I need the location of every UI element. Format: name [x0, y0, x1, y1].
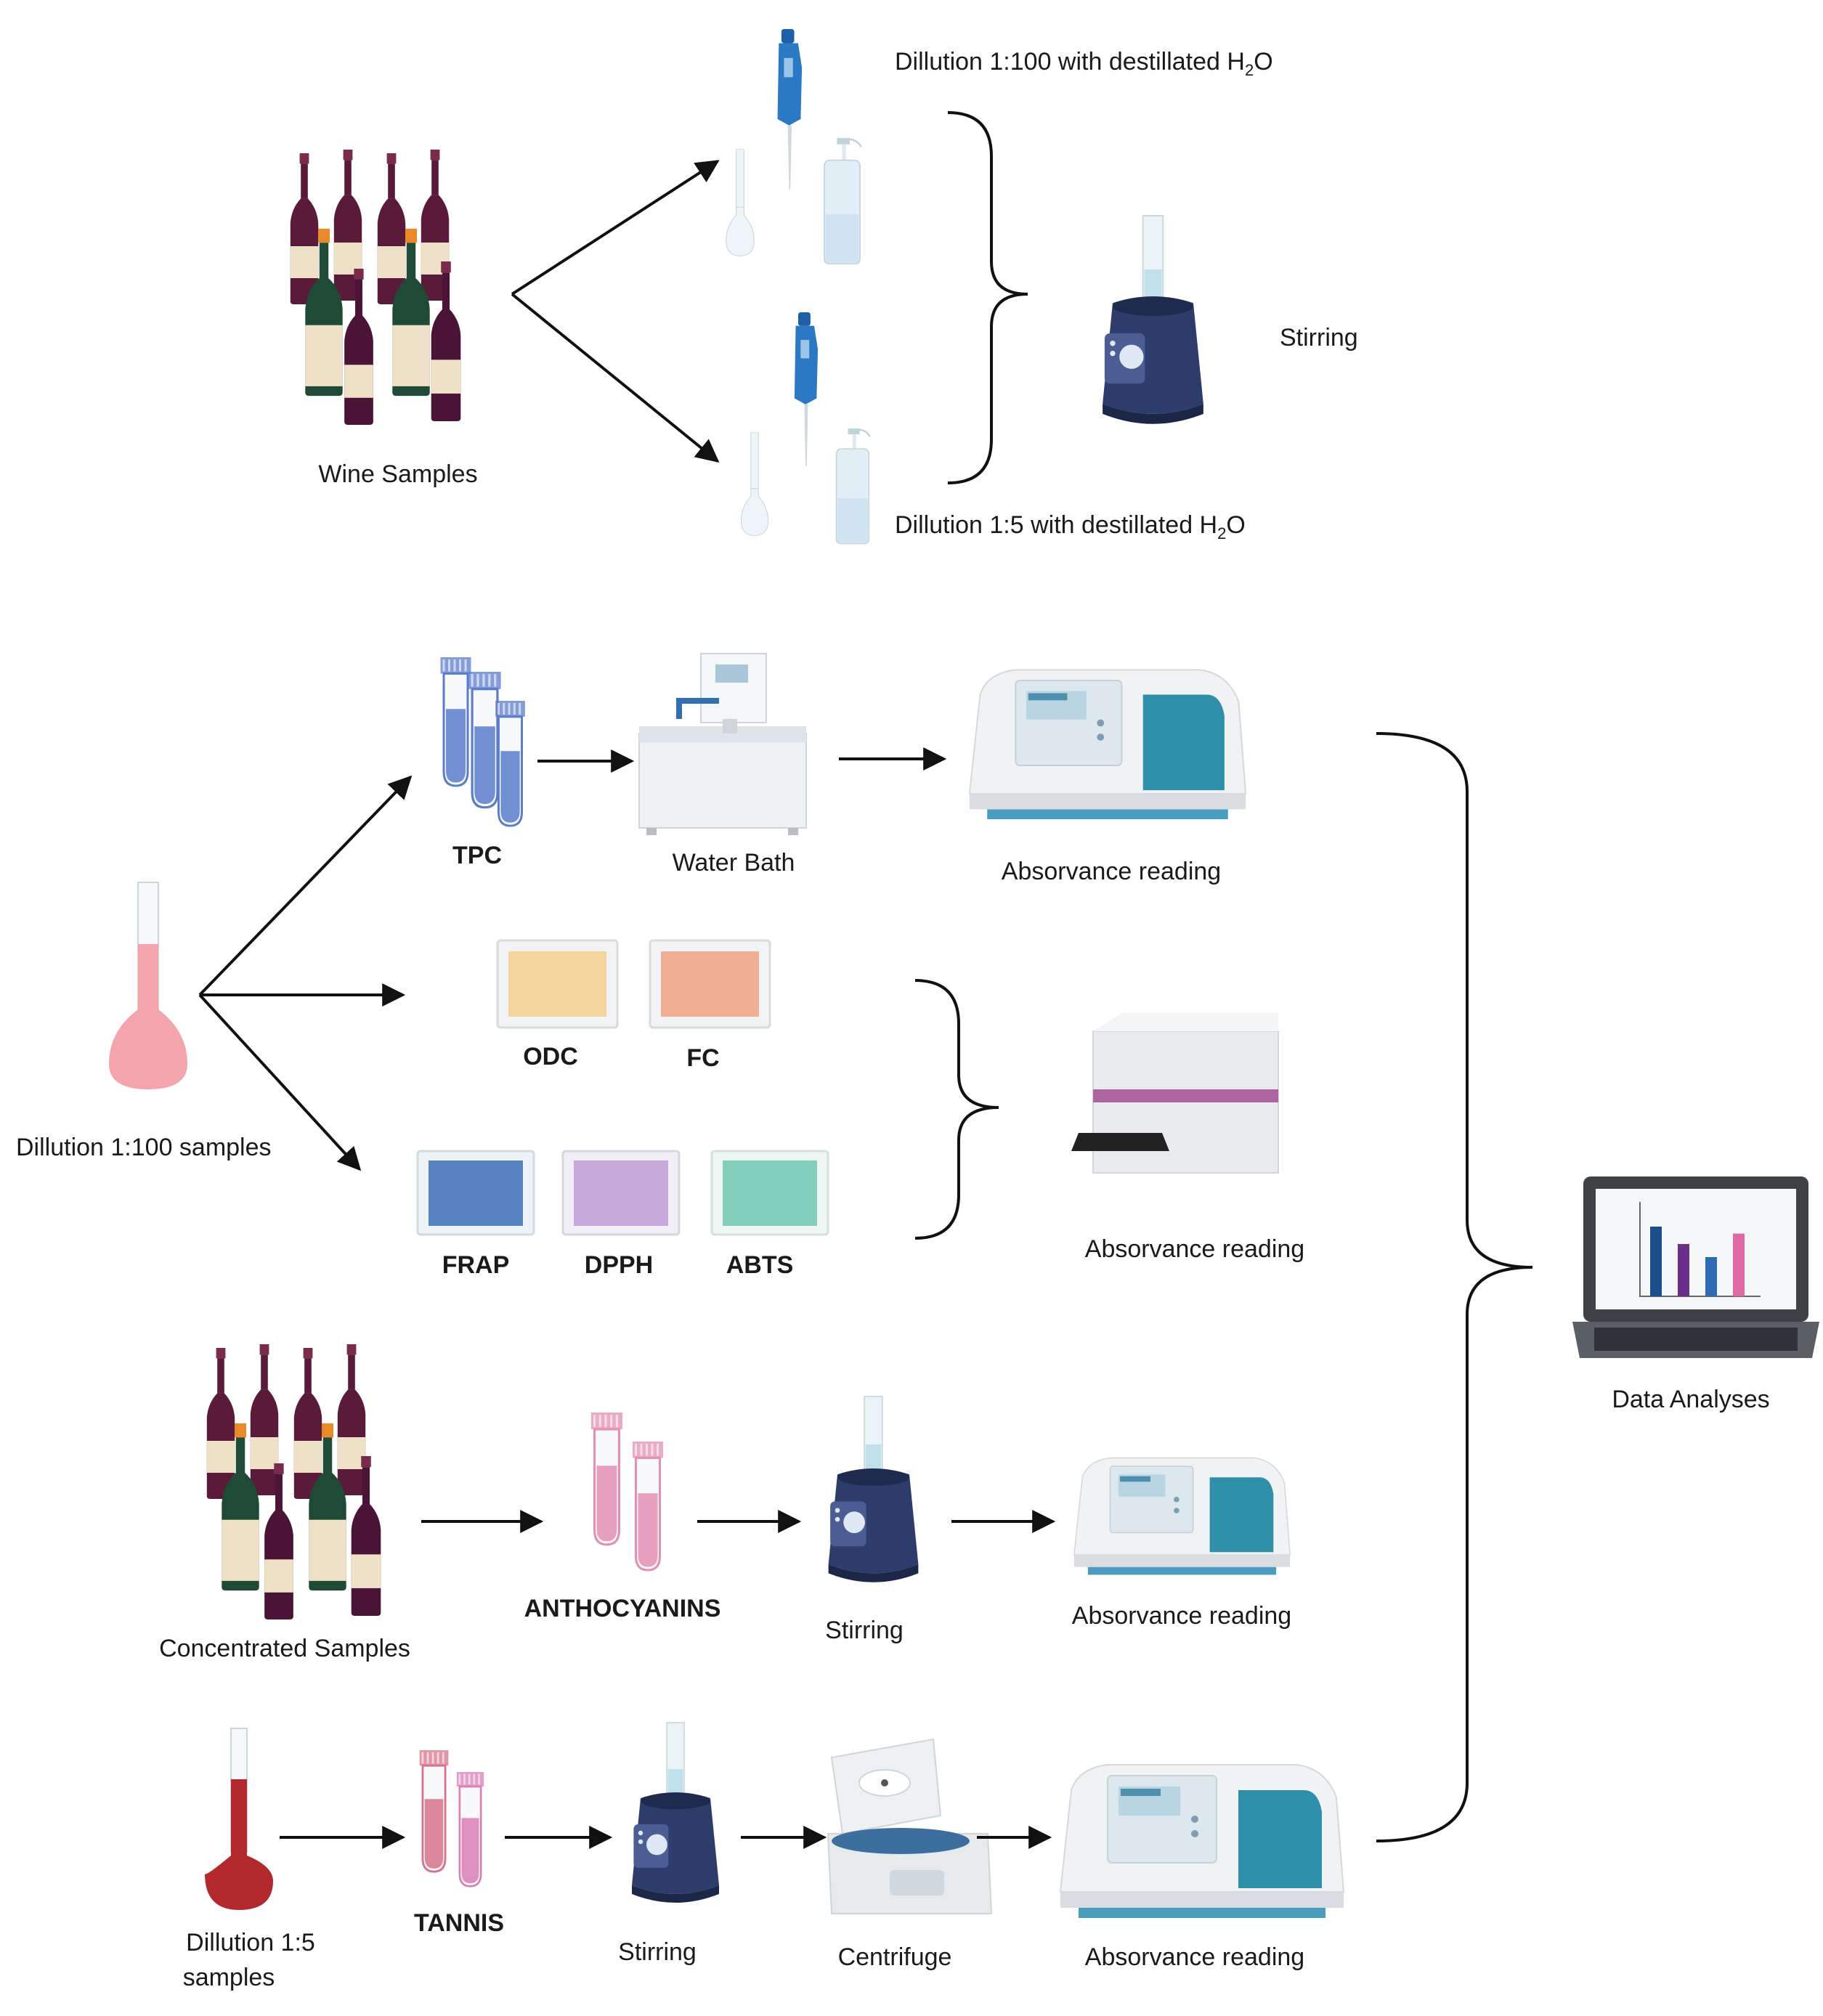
dilution-5-samples-line2-label: samples — [182, 1964, 275, 1991]
abts-label: ABTS — [726, 1251, 794, 1279]
water-bath-label: Water Bath — [672, 849, 795, 877]
vortex-mixer-top-illustration — [1102, 214, 1204, 425]
laptop-chart-bar — [1705, 1257, 1717, 1296]
wine-samples-label: Wine Samples — [318, 460, 478, 488]
fc-plate-illustration — [649, 939, 771, 1029]
red-flask-illustration — [205, 1728, 273, 1910]
anthocyanins-label: ANTHOCYANINS — [524, 1595, 721, 1622]
stirring-mid-label: Stirring — [825, 1617, 904, 1644]
tpc-tubes-illustration — [439, 657, 527, 827]
stirring-bottom-label: Stirring — [618, 1938, 697, 1966]
laptop-chart-bar — [1650, 1227, 1662, 1296]
absorbance-reading-4-label: Absorvance reading — [1084, 1943, 1305, 1971]
vortex-mixer-bottom-illustration — [631, 1722, 720, 1903]
fc-label: FC — [686, 1044, 720, 1072]
laptop-chart-bars — [1639, 1202, 1761, 1297]
pink-flask-illustration — [109, 882, 187, 1089]
dilution-100-samples-label: Dillution 1:100 samples — [16, 1134, 272, 1161]
brace-right-large — [1376, 732, 1533, 1842]
vortex-mixer-mid-illustration — [827, 1396, 919, 1583]
absorbance-reading-1-label: Absorvance reading — [1001, 858, 1222, 885]
brace-middle — [914, 979, 999, 1240]
data-analyses-label: Data Analyses — [1612, 1386, 1770, 1413]
tannin-tubes-illustration — [418, 1750, 486, 1888]
laptop-chart-bar — [1733, 1233, 1745, 1296]
laptop-illustration — [1572, 1176, 1819, 1358]
abts-plate-illustration — [710, 1150, 829, 1236]
spectrophotometer-4-illustration — [1059, 1763, 1345, 1919]
centrifuge-illustration — [827, 1738, 993, 1914]
odc-plate-illustration — [496, 939, 619, 1029]
dilution-100-label: Dillution 1:100 with destillated H2O — [895, 48, 1273, 79]
branch-arrows-top — [511, 160, 720, 463]
laptop-chart-bar — [1678, 1244, 1689, 1296]
dpph-label: DPPH — [584, 1251, 654, 1279]
wine-bottles-top-illustration — [290, 150, 461, 425]
absorbance-reading-2-label: Absorvance reading — [1084, 1235, 1305, 1263]
branch-arrows-middle — [198, 775, 413, 1171]
absorbance-reading-3-label: Absorvance reading — [1071, 1602, 1292, 1630]
frap-plate-illustration — [416, 1150, 535, 1236]
wine-bottles-bottom-illustration — [206, 1344, 381, 1619]
plate-reader-illustration — [1071, 1013, 1279, 1174]
dilution-5-label: Dillution 1:5 with destillated H2O — [895, 511, 1246, 542]
spectrophotometer-3-illustration — [1073, 1457, 1291, 1576]
dilution-5-tools — [740, 312, 872, 545]
brace-top — [947, 111, 1028, 484]
tannis-label: TANNIS — [413, 1909, 505, 1937]
anthocyanin-tubes-illustration — [590, 1413, 665, 1572]
centrifuge-label: Centrifuge — [837, 1943, 952, 1971]
tpc-label: TPC — [452, 842, 502, 869]
concentrated-samples-label: Concentrated Samples — [159, 1635, 410, 1662]
odc-label: ODC — [523, 1043, 578, 1070]
dilution-5-samples-line1-label: Dillution 1:5 — [186, 1929, 315, 1956]
dpph-plate-illustration — [561, 1150, 681, 1236]
laptop-chart-axes — [1639, 1202, 1761, 1297]
stirring-top-label: Stirring — [1280, 324, 1358, 351]
water-bath-illustration — [638, 653, 807, 835]
frap-label: FRAP — [442, 1251, 510, 1279]
spectrophotometer-1-illustration — [968, 669, 1247, 821]
dilution-100-tools — [725, 29, 863, 265]
